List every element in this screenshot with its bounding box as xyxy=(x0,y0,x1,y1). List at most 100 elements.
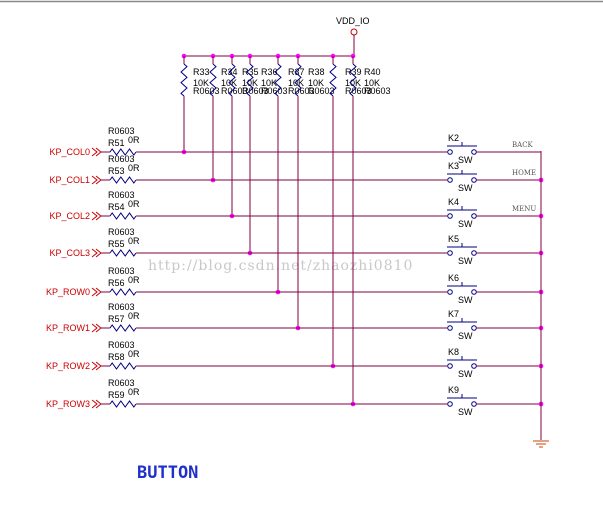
series-resistor-footprint: R0603 xyxy=(108,340,135,350)
resistor-symbol xyxy=(246,63,254,97)
series-resistor-footprint: R0603 xyxy=(108,378,135,388)
series-resistor-symbol xyxy=(109,288,137,296)
key-function-label: BACK xyxy=(512,141,534,149)
switch-label: SW xyxy=(458,331,473,341)
switch-contact-right xyxy=(471,289,477,295)
switch-contact-right xyxy=(471,363,477,369)
series-resistor-ref: R55 xyxy=(108,239,125,249)
key-ref: K9 xyxy=(448,385,459,395)
resistor-ref: R38 xyxy=(308,67,325,77)
series-resistor-footprint: R0603 xyxy=(108,126,135,136)
key-ref: K6 xyxy=(448,273,459,283)
switch-contact-left xyxy=(447,250,453,256)
switch-label: SW xyxy=(458,369,473,379)
switch-contact-left xyxy=(447,213,453,219)
key-function-label: MENU xyxy=(512,205,536,213)
resistor-symbol xyxy=(228,63,236,97)
port-arrow-icon xyxy=(91,399,102,409)
series-resistor-symbol xyxy=(109,400,137,408)
series-resistor-footprint: R0603 xyxy=(108,266,135,276)
pullup-resistors: R3310KR0603R3410KR0603R3510KR0603R3610KR… xyxy=(180,53,391,407)
port-arrow-icon xyxy=(91,361,102,371)
resistor-value: 10K xyxy=(364,78,380,88)
key-ref: K3 xyxy=(448,161,459,171)
series-resistor-ref: R51 xyxy=(108,138,125,148)
series-resistor-ref: R53 xyxy=(108,166,125,176)
port-label: KP_COL2 xyxy=(49,211,90,221)
switch-label: SW xyxy=(458,183,473,193)
switch-contact-right xyxy=(471,401,477,407)
resistor-footprint: R0603 xyxy=(261,86,288,96)
series-resistor-symbol xyxy=(109,212,137,220)
switch-label: SW xyxy=(458,407,473,417)
resistor-value: 10K xyxy=(308,78,324,88)
switch-label: SW xyxy=(458,295,473,305)
port-label: KP_ROW3 xyxy=(46,399,90,409)
resistor-ref: R40 xyxy=(364,67,381,77)
resistor-ref: R36 xyxy=(261,67,278,77)
series-resistor-symbol xyxy=(109,249,137,257)
series-resistor-ref: R59 xyxy=(108,390,125,400)
port-arrow-icon xyxy=(91,323,102,333)
resistor-footprint: R0603 xyxy=(221,86,248,96)
power-symbol xyxy=(350,28,358,36)
switch-contact-left xyxy=(447,363,453,369)
series-resistor-symbol xyxy=(109,148,137,156)
resistor-footprint: R0603 xyxy=(193,86,220,96)
switch-label: SW xyxy=(458,155,473,165)
series-resistor-value: 0R xyxy=(128,236,140,246)
resistor-footprint: R0603 xyxy=(364,86,391,96)
resistor-footprint: R0603 xyxy=(308,86,335,96)
series-resistor-symbol xyxy=(109,324,137,332)
ground-symbol xyxy=(533,440,549,448)
key-ref: K7 xyxy=(448,309,459,319)
resistor-value: 10K xyxy=(261,78,277,88)
switch-contact-right xyxy=(471,325,477,331)
key-function-label: HOME xyxy=(512,169,536,177)
port-arrow-icon xyxy=(91,175,102,185)
resistor-ref: R33 xyxy=(193,67,210,77)
resistor-value: 10K xyxy=(345,78,361,88)
switch-label: SW xyxy=(458,219,473,229)
series-resistor-footprint: R0603 xyxy=(108,302,135,312)
resistor-symbol xyxy=(349,63,357,97)
resistor-value: 10K xyxy=(242,78,258,88)
resistor-symbol xyxy=(274,63,282,97)
series-resistor-value: 0R xyxy=(128,311,140,321)
series-resistor-footprint: R0603 xyxy=(108,154,135,164)
series-resistor-symbol xyxy=(109,362,137,370)
resistor-value: 10K xyxy=(193,78,209,88)
power-label: VDD_IO xyxy=(336,16,370,26)
switch-contact-left xyxy=(447,289,453,295)
switch-contact-left xyxy=(447,177,453,183)
series-resistor-ref: R57 xyxy=(108,314,125,324)
switch-contact-right xyxy=(471,250,477,256)
series-resistor-ref: R58 xyxy=(108,352,125,362)
resistor-footprint: R0603 xyxy=(345,86,372,96)
port-label: KP_ROW1 xyxy=(46,323,90,333)
resistor-symbol xyxy=(209,63,217,97)
series-resistor-value: 0R xyxy=(128,199,140,209)
port-arrow-icon xyxy=(91,147,102,157)
port-arrow-icon xyxy=(91,211,102,221)
resistor-ref: R37 xyxy=(288,67,305,77)
resistor-symbol xyxy=(329,63,337,97)
resistor-ref: R39 xyxy=(345,67,362,77)
switch-contact-left xyxy=(447,401,453,407)
switch-label: SW xyxy=(458,256,473,266)
series-resistor-value: 0R xyxy=(128,349,140,359)
